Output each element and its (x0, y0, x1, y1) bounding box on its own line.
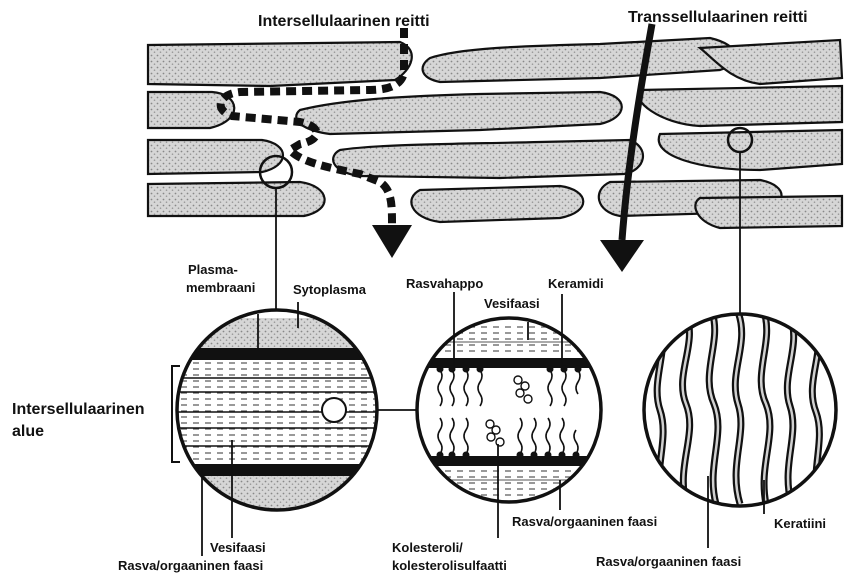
keratin-label: Keratiini (774, 516, 826, 531)
ceramide-label: Keramidi (548, 276, 604, 291)
corneocyte (411, 186, 583, 222)
transcellular-route-label: Transsellulaarinen reitti (628, 9, 808, 26)
cholesterol-label-line2: kolesterolisulfaatti (392, 558, 507, 573)
cytoplasm-label: Sytoplasma (293, 282, 367, 297)
lipid-phase-label-left: Rasva/orgaaninen faasi (118, 558, 263, 573)
aqueous-phase-label-left: Vesifaasi (210, 540, 266, 555)
intercellular-region-label-line1: Intersellulaarinen (12, 401, 145, 418)
corneocyte (638, 86, 842, 126)
intercellular-region-label-line2: alue (12, 423, 44, 440)
cholesterol-label-line1: Kolesteroli/ (392, 540, 463, 555)
transcellular-arrowhead (600, 240, 644, 272)
lipid-phase-label-right: Rasva/orgaaninen faasi (596, 554, 741, 569)
plasma-membrane-label-line2: membraani (186, 280, 255, 295)
intercellular-route-label: Intersellulaarinen reitti (258, 13, 430, 30)
lipid-phase-label-middle: Rasva/orgaaninen faasi (512, 514, 657, 529)
detail-circle-middle (410, 292, 610, 538)
corneocyte (148, 42, 412, 86)
corneocyte (423, 38, 736, 82)
fatty-acid-label: Rasvahappo (406, 276, 483, 291)
aqueous-phase-label-middle: Vesifaasi (484, 296, 540, 311)
corneocyte (700, 40, 842, 84)
corneocyte (148, 182, 325, 216)
detail-circle-right (640, 310, 840, 548)
stratum-corneum (148, 38, 842, 228)
corneocyte (296, 92, 622, 134)
detail-circle-left (170, 300, 390, 556)
corneocyte (333, 140, 643, 178)
magnifier-ring-inner (322, 398, 346, 422)
plasma-membrane-label-line1: Plasma- (188, 262, 238, 277)
corneocyte (695, 196, 842, 228)
corneocyte (148, 140, 283, 174)
intercellular-arrowhead (372, 225, 412, 258)
